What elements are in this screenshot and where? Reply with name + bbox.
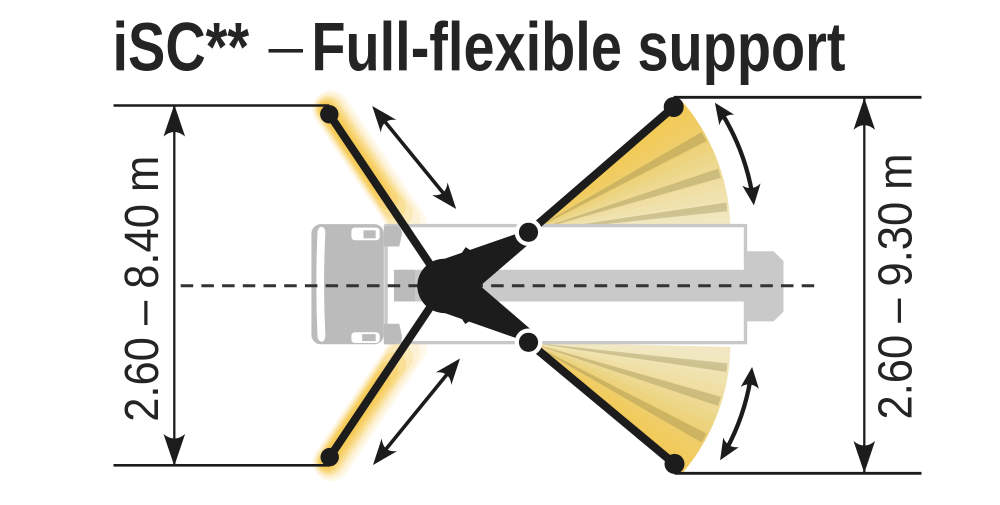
svg-text:iSC** – Full-flexible support: iSC** – Full-flexible support <box>113 9 846 86</box>
svg-text:2.60 – 9.30 m: 2.60 – 9.30 m <box>870 154 923 420</box>
svg-text:2.60 – 8.40 m: 2.60 – 8.40 m <box>116 156 169 422</box>
